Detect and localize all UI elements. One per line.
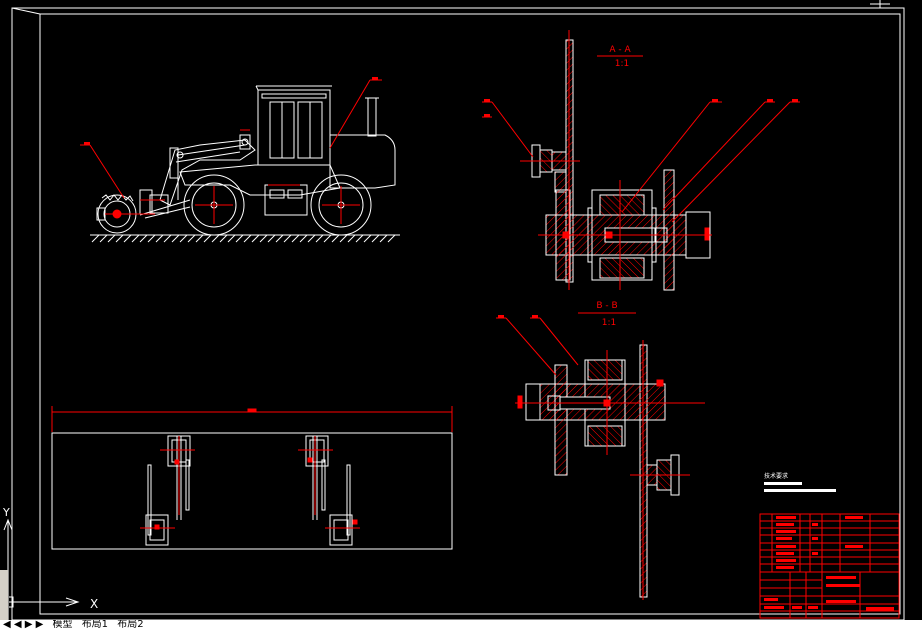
tech-req-title: 技术要求 (764, 472, 788, 480)
leader-tags-a (484, 99, 798, 117)
title-block (759, 513, 900, 619)
title-block-fills (764, 516, 894, 611)
ucs-icon: X Y (2, 506, 98, 611)
tech-requirements: 技术要求 (764, 472, 836, 492)
centerlines-a (538, 30, 712, 290)
section-a-label: A - A (609, 45, 631, 55)
bolt-upper-a (520, 144, 580, 193)
section-b-b: B - B 1:1 (496, 301, 705, 600)
top-right-marker (870, 0, 890, 8)
engine-hood (329, 97, 396, 189)
tab-layout2[interactable]: 布局2 (117, 620, 144, 630)
frame-outline (51, 432, 453, 550)
tab-layout1[interactable]: 布局1 (81, 620, 109, 630)
tab-nav-arrows[interactable]: ◀ ◀ ▶ ▶ (3, 620, 44, 630)
front-centerlines (140, 436, 360, 530)
dimension-line (51, 406, 453, 432)
boom-arm (139, 134, 256, 219)
cab (255, 85, 332, 166)
section-a-scale: 1:1 (615, 59, 629, 69)
vertical-scrollbar[interactable] (0, 570, 9, 620)
section-b-label: B - B (596, 301, 617, 311)
ucs-axis-y: Y (2, 506, 10, 519)
arm-right (305, 435, 353, 546)
section-a-a: A - A 1:1 (482, 30, 800, 291)
chassis (179, 164, 341, 216)
centerlines-b (515, 340, 705, 600)
ucs-axis-x: X (90, 597, 98, 611)
loader-side-view (80, 77, 400, 243)
layout-tab-bar: ◀ ◀ ▶ ▶ 模型 布局1 布局2 (0, 620, 922, 630)
centerlines (105, 129, 360, 224)
bolt-lower-b (630, 454, 690, 496)
tab-model[interactable]: 模型 (52, 620, 73, 630)
arm-left (145, 435, 191, 546)
section-b-scale: 1:1 (602, 318, 616, 328)
leader-tags-b (498, 315, 538, 318)
ground-hatch (91, 234, 396, 243)
leader-tags (84, 77, 378, 145)
front-view (51, 406, 453, 550)
